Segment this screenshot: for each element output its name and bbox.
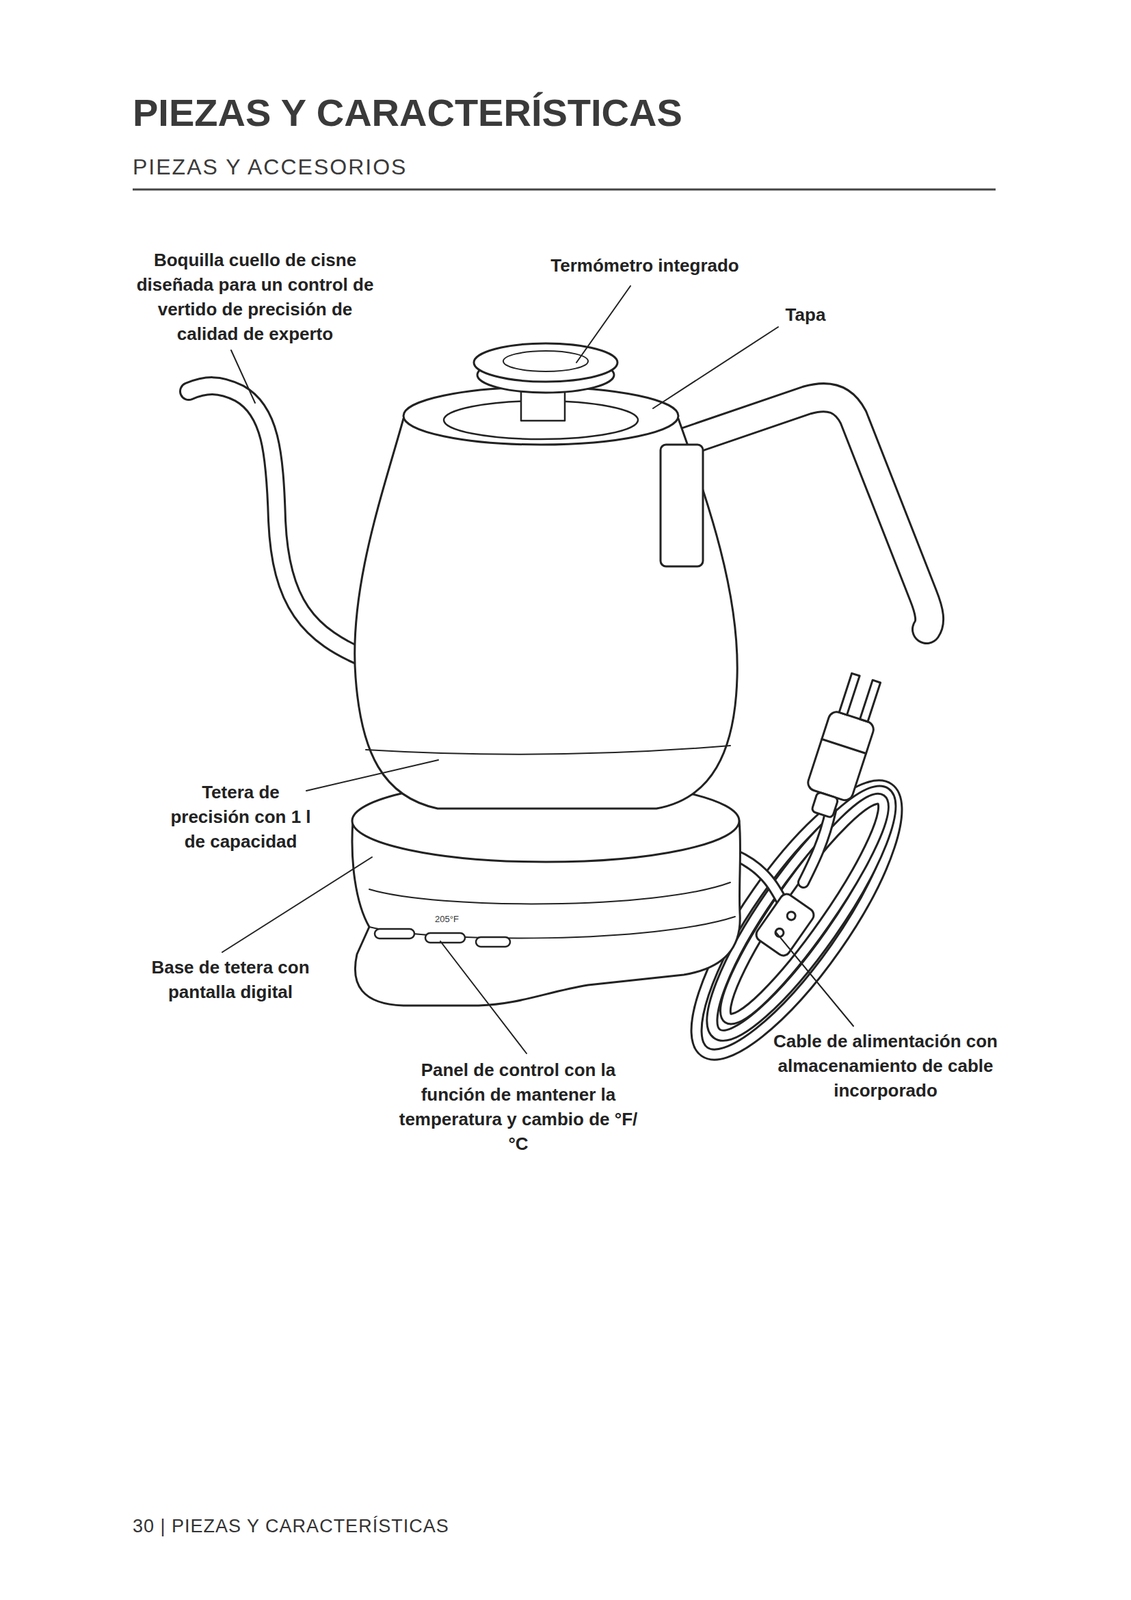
part-label: Cable de alimentación con almacenamiento…: [765, 1028, 1006, 1103]
part-label: Termómetro integrado: [528, 253, 762, 278]
kettle-base: [352, 779, 741, 1006]
gooseneck-spout: [188, 385, 370, 660]
part-label: Tetera de precisión con 1 l de capacidad: [167, 779, 315, 854]
leader-lines: [222, 285, 854, 1054]
header-rule: [132, 188, 996, 191]
page-footer: 30 | PIEZAS Y CARACTERÍSTICAS: [132, 1515, 450, 1537]
page-title: PIEZAS Y CARACTERÍSTICAS: [132, 90, 683, 135]
kettle-body: [354, 343, 738, 809]
part-label: Panel de control con la función de mante…: [390, 1057, 647, 1156]
part-label: Boquilla cuello de cisne diseñada para u…: [125, 247, 385, 347]
section-subtitle: PIEZAS Y ACCESORIOS: [132, 154, 407, 180]
part-label: Base de tetera con pantalla digital: [129, 954, 332, 1004]
part-label: Tapa: [764, 302, 847, 327]
display-readout: 205°F: [434, 913, 459, 924]
